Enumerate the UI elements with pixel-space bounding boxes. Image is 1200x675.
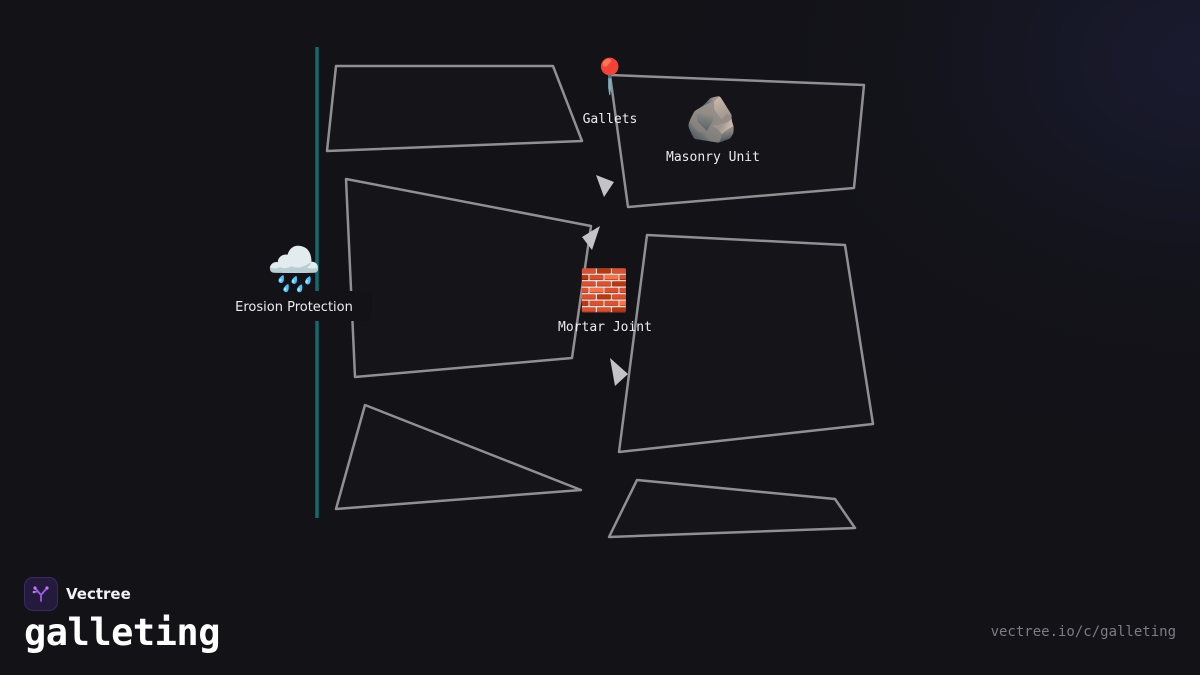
rain-cloud-icon: 🌧️ [267,242,322,295]
node-masonry-unit: 🪨 Masonry Unit [666,94,760,165]
brand[interactable]: Vectree [24,577,131,611]
brick-icon: 🧱 [579,267,629,314]
node-label-erosion-protection: Erosion Protection [235,300,353,315]
tree-branch-icon [32,586,49,602]
node-erosion-protection: 🌧️ Erosion Protection [216,242,372,321]
stone-shape-top-left [325,64,584,153]
stone-shape-middle-left [344,177,593,379]
stone-shape-middle-right [617,233,875,454]
gallet-chip-arrow-1 [596,175,614,197]
page-url-link[interactable]: vectree.io/c/galleting [990,624,1176,640]
label-backdrop [216,291,372,321]
node-label-mortar-joint: Mortar Joint [558,320,652,335]
brand-name: Vectree [66,585,131,603]
gallet-chip-arrow-2 [582,226,600,250]
node-gallets: 📍 Gallets [583,57,638,127]
page-title: galleting [24,611,220,654]
node-label-gallets: Gallets [583,112,638,127]
gallet-chip-arrow-3 [610,358,628,386]
stone-shape-top-right [608,73,866,209]
node-label-masonry-unit: Masonry Unit [666,150,760,165]
pin-icon: 📍 [589,57,631,97]
node-mortar-joint: 🧱 Mortar Joint [558,267,652,335]
vectree-logo-icon [24,577,58,611]
stone-shape-bottom-left [334,403,583,511]
stone-shape-bottom-right [607,478,857,539]
rock-icon: 🪨 [685,94,740,145]
